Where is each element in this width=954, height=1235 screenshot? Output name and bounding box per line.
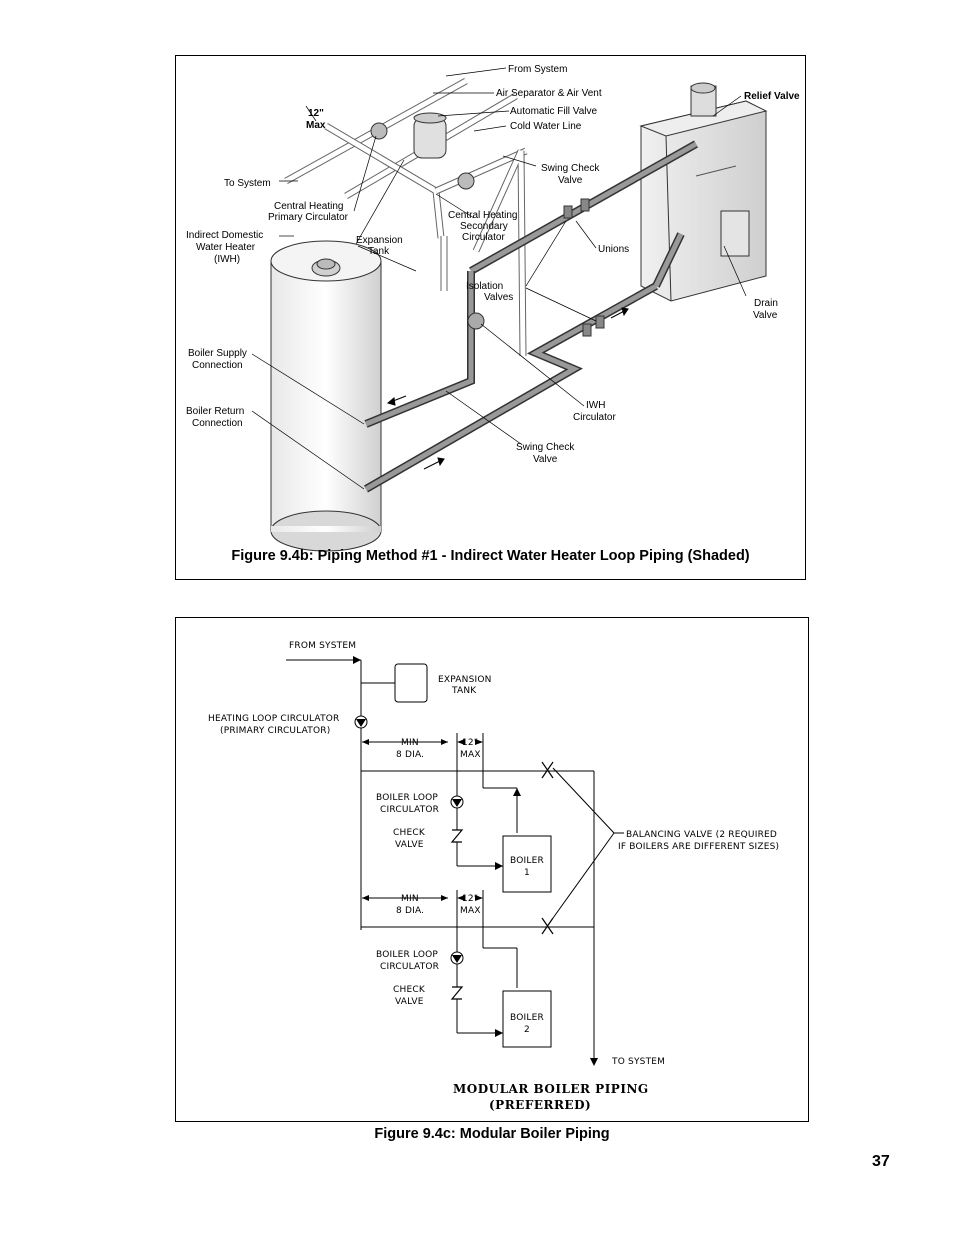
label-boiler-supply-b: Connection — [192, 360, 243, 371]
label-min-1: MIN — [401, 738, 419, 748]
expansion-tank-box — [394, 663, 428, 703]
heating-loop-circulator-icon — [354, 715, 368, 729]
boiler-1-box — [502, 835, 552, 893]
figure-b-labels: From System Air Separator & Air Vent Aut… — [186, 64, 800, 465]
label-drain-a: Drain — [754, 298, 778, 309]
figure-c-labels: FROM SYSTEM EXPANSION TANK HEATING LOOP … — [208, 641, 779, 1112]
label-iwh-a: Indirect Domestic — [186, 230, 263, 241]
label-swing-check-top-b: Valve — [558, 175, 583, 186]
label-12in-1: 12" — [462, 738, 478, 748]
label-boiler-loop-2-a: BOILER LOOP — [376, 950, 438, 960]
label-12-max-b: Max — [306, 120, 326, 131]
boiler-loop-circulator-1-icon — [450, 795, 464, 809]
label-boiler-return-b: Connection — [192, 418, 243, 429]
label-boiler-1-b: 1 — [524, 868, 530, 878]
label-boiler-2-b: 2 — [524, 1025, 530, 1035]
label-swing-check-bot-b: Valve — [533, 454, 558, 465]
label-max-2: MAX — [460, 906, 481, 916]
label-check-1-a: CHECK — [393, 828, 426, 838]
label-auto-fill: Automatic Fill Valve — [510, 106, 598, 117]
label-central-primary-a: Central Heating — [274, 201, 343, 212]
indirect-water-heater-diagram: From System Air Separator & Air Vent Aut… — [186, 64, 800, 552]
label-boiler-1-a: BOILER — [510, 856, 544, 866]
label-modular-title: MODULAR BOILER PIPING — [453, 1082, 649, 1096]
label-check-1-b: VALVE — [395, 840, 424, 850]
secondary-circulator — [457, 172, 475, 190]
flow-arrows — [386, 307, 629, 470]
label-drain-b: Valve — [753, 310, 778, 321]
boiler-loop-circulator-2-icon — [450, 951, 464, 965]
label-from-system: From System — [508, 64, 567, 75]
boiler-2-box — [502, 990, 552, 1048]
label-central-secondary-a: Central Heating — [448, 210, 517, 221]
isolation-valves — [563, 198, 605, 337]
modular-piping-lines — [286, 659, 624, 1058]
primary-circulator — [370, 122, 388, 140]
label-modular-preferred: (PREFERRED) — [489, 1098, 591, 1112]
indirect-water-heater-tank — [270, 240, 382, 552]
label-cold-water: Cold Water Line — [510, 121, 582, 132]
label-central-secondary-c: Circulator — [462, 232, 505, 243]
label-iwh-c: (IWH) — [214, 254, 240, 265]
check-valve-1-icon — [450, 829, 464, 843]
label-iwh-b: Water Heater — [196, 242, 256, 253]
balancing-valve-2-icon — [541, 917, 554, 935]
label-air-separator: Air Separator & Air Vent — [496, 88, 602, 99]
check-valve-2-icon — [450, 986, 464, 1000]
expansion-tank — [413, 112, 447, 159]
label-8-dia-1: 8 DIA. — [396, 750, 424, 760]
label-iwh-circ-a: IWH — [586, 400, 605, 411]
label-isolation-a: Isolation — [466, 281, 503, 292]
page-number: 37 — [872, 1153, 890, 1170]
label-balancing-b: IF BOILERS ARE DIFFERENT SIZES) — [618, 842, 779, 852]
label-central-primary-b: Primary Circulator — [268, 212, 349, 223]
figure-9-4b: From System Air Separator & Air Vent Aut… — [175, 55, 806, 580]
label-boiler-return-a: Boiler Return — [186, 406, 244, 417]
iwh-circulator — [467, 312, 485, 330]
label-isolation-b: Valves — [484, 292, 513, 303]
label-heating-loop-b: (PRIMARY CIRCULATOR) — [220, 726, 330, 736]
label-check-2-a: CHECK — [393, 985, 426, 995]
label-to-system: To System — [224, 178, 271, 189]
label-12-max-a: 12" — [308, 108, 324, 119]
label-expansion-c-b: TANK — [451, 686, 477, 696]
label-unions: Unions — [598, 244, 629, 255]
modular-boiler-diagram: FROM SYSTEM EXPANSION TANK HEATING LOOP … — [208, 641, 779, 1112]
label-min-2: MIN — [401, 894, 419, 904]
figure-9-4c: FROM SYSTEM EXPANSION TANK HEATING LOOP … — [175, 617, 809, 1122]
label-expansion-c-a: EXPANSION — [438, 675, 492, 685]
leader-lines — [251, 67, 747, 490]
label-from-system-c: FROM SYSTEM — [289, 641, 356, 651]
label-relief-valve: Relief Valve — [744, 91, 800, 102]
label-swing-check-bot-a: Swing Check — [516, 442, 575, 453]
boiler-unit — [639, 82, 768, 302]
label-boiler-loop-1-b: CIRCULATOR — [380, 805, 439, 815]
label-boiler-supply-a: Boiler Supply — [188, 348, 247, 359]
label-boiler-loop-1-a: BOILER LOOP — [376, 793, 438, 803]
label-8-dia-2: 8 DIA. — [396, 906, 424, 916]
label-max-1: MAX — [460, 750, 481, 760]
label-check-2-b: VALVE — [395, 997, 424, 1007]
label-boiler-2-a: BOILER — [510, 1013, 544, 1023]
label-to-system-c: TO SYSTEM — [611, 1057, 665, 1067]
label-swing-check-top-a: Swing Check — [541, 163, 600, 174]
label-expansion-b: Tank — [368, 246, 390, 257]
modular-arrows — [353, 656, 598, 1066]
label-central-secondary-b: Secondary — [460, 221, 508, 232]
label-12in-2: 12" — [462, 894, 478, 904]
label-balancing-a: BALANCING VALVE (2 REQUIRED — [626, 830, 777, 840]
label-expansion-a: Expansion — [356, 235, 403, 246]
figure-b-caption: Figure 9.4b: Piping Method #1 - Indirect… — [231, 548, 750, 564]
figure-c-caption: Figure 9.4c: Modular Boiler Piping — [374, 1126, 610, 1142]
balancing-valve-1-icon — [541, 761, 554, 779]
label-boiler-loop-2-b: CIRCULATOR — [380, 962, 439, 972]
label-heating-loop-a: HEATING LOOP CIRCULATOR — [208, 714, 340, 724]
label-iwh-circ-b: Circulator — [573, 412, 616, 423]
